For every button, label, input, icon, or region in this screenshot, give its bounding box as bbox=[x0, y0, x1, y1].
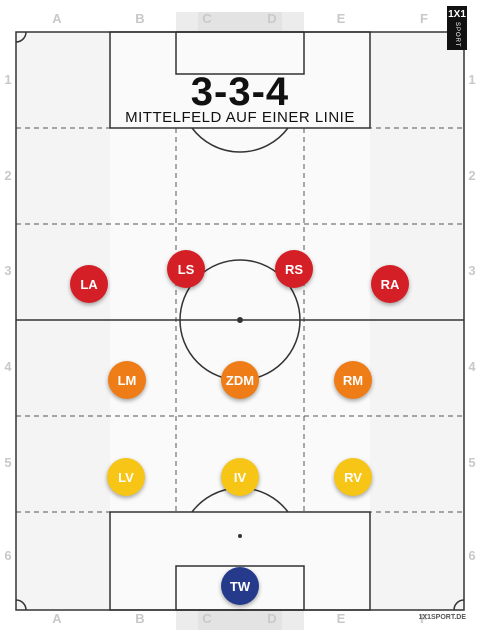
column-label-b: B bbox=[135, 611, 145, 626]
row-label-3: 3 bbox=[468, 263, 476, 278]
website-label: 1X1SPORT.DE bbox=[418, 614, 466, 621]
column-label-f: F bbox=[420, 611, 428, 626]
player-tw: TW bbox=[221, 567, 259, 605]
row-label-2: 2 bbox=[4, 168, 12, 183]
logo-sub-text: SPORT bbox=[454, 22, 460, 48]
row-label-6: 6 bbox=[4, 548, 12, 563]
logo-main-text: 1X1 bbox=[448, 9, 466, 20]
formation-title: 3-3-4 bbox=[190, 70, 290, 114]
player-ls: LS bbox=[167, 250, 205, 288]
row-label-5: 5 bbox=[468, 455, 476, 470]
row-label-6: 6 bbox=[468, 548, 476, 563]
player-rm: RM bbox=[334, 361, 372, 399]
row-label-4: 4 bbox=[468, 359, 476, 374]
column-label-c: C bbox=[202, 11, 212, 26]
row-label-1: 1 bbox=[4, 72, 12, 87]
row-label-2: 2 bbox=[468, 168, 476, 183]
column-label-e: E bbox=[336, 11, 346, 26]
column-label-b: B bbox=[135, 11, 145, 26]
column-label-e: E bbox=[336, 611, 346, 626]
column-label-d: D bbox=[267, 11, 277, 26]
player-ra: RA bbox=[371, 265, 409, 303]
player-lv: LV bbox=[107, 458, 145, 496]
brand-logo: 1X1 SPORT bbox=[447, 6, 467, 50]
player-rs: RS bbox=[275, 250, 313, 288]
column-label-a: A bbox=[52, 611, 62, 626]
player-lm: LM bbox=[108, 361, 146, 399]
player-rv: RV bbox=[334, 458, 372, 496]
row-label-4: 4 bbox=[4, 359, 12, 374]
player-iv: IV bbox=[221, 458, 259, 496]
player-la: LA bbox=[70, 265, 108, 303]
row-label-3: 3 bbox=[4, 263, 12, 278]
row-label-5: 5 bbox=[4, 455, 12, 470]
column-label-a: A bbox=[52, 11, 62, 26]
row-label-1: 1 bbox=[468, 72, 476, 87]
column-label-f: F bbox=[420, 11, 428, 26]
formation-subtitle: MITTELFELD AUF EINER LINIE bbox=[125, 109, 355, 126]
column-label-d: D bbox=[267, 611, 277, 626]
column-label-c: C bbox=[202, 611, 212, 626]
player-zdm: ZDM bbox=[221, 361, 259, 399]
